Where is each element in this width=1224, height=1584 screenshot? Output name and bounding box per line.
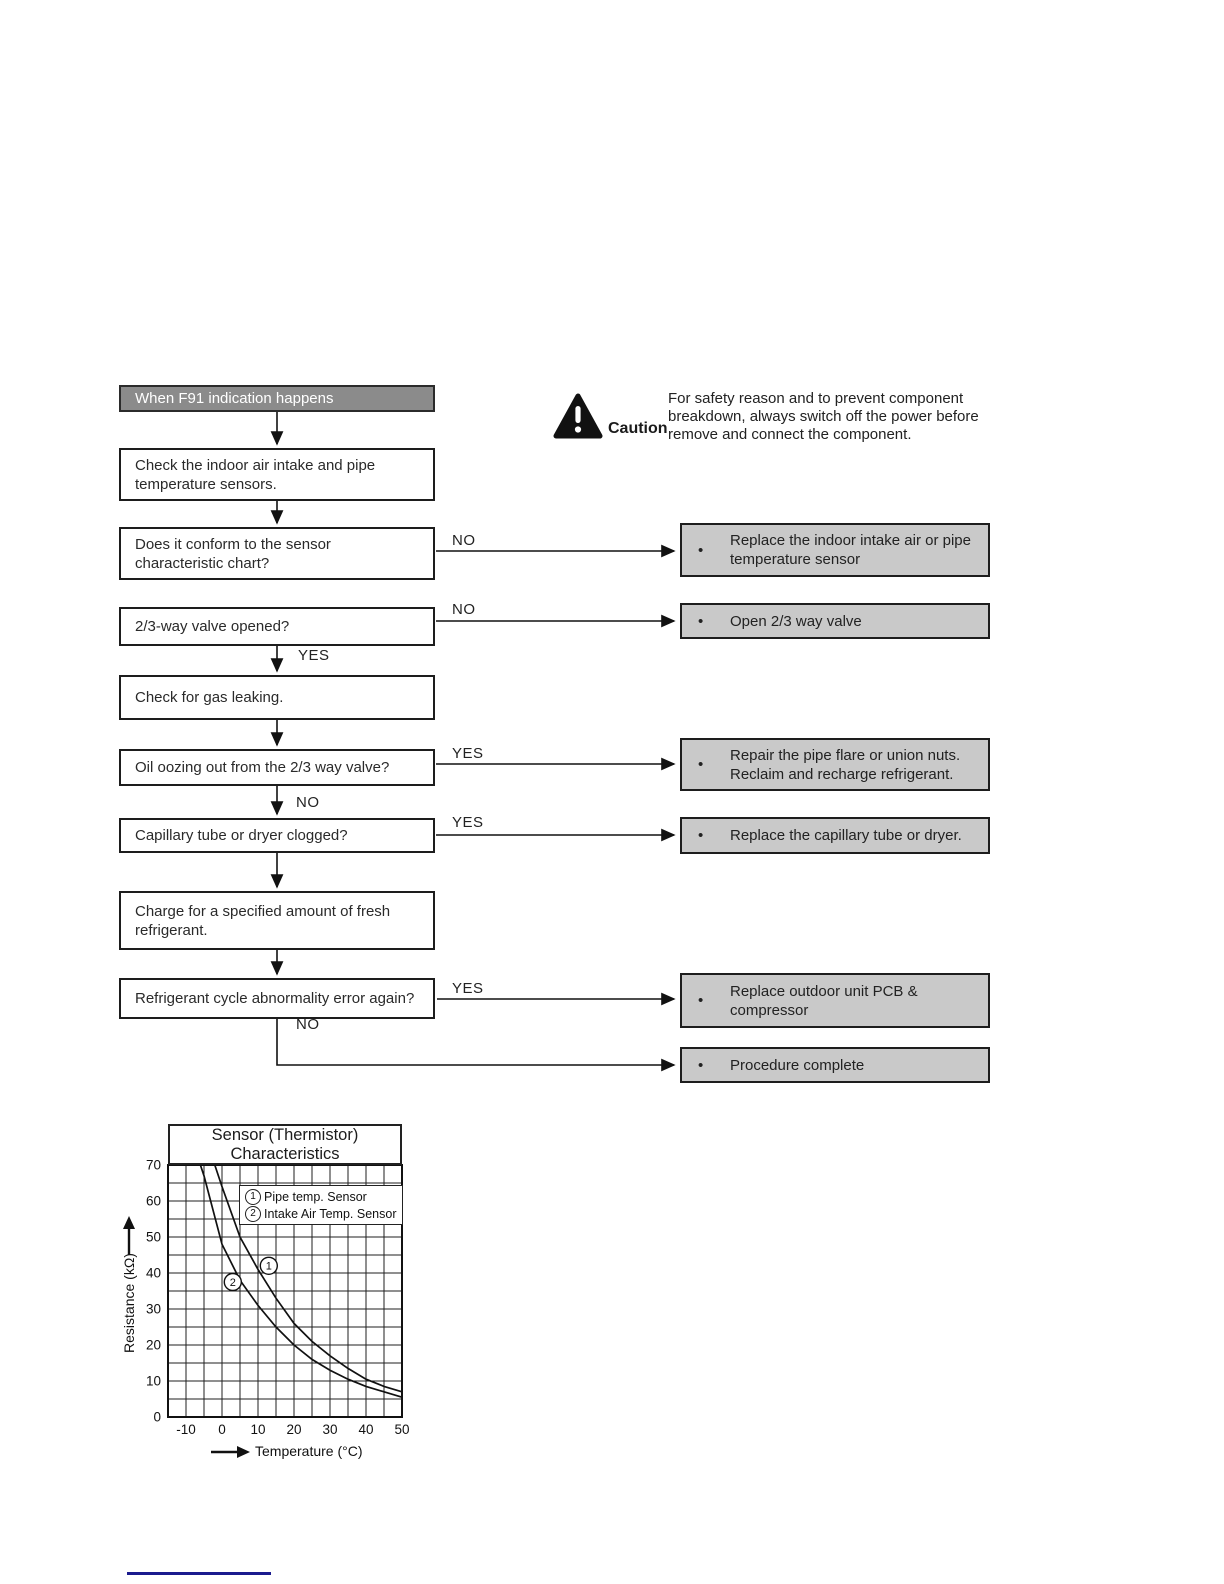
- bullet-icon: •: [698, 992, 704, 1009]
- svg-text:10: 10: [146, 1374, 161, 1389]
- step-text: Check for gas leaking.: [135, 689, 284, 706]
- right-arrow-icon: [211, 1446, 250, 1458]
- svg-text:2: 2: [230, 1277, 236, 1289]
- up-arrow-icon: [123, 1216, 135, 1255]
- svg-text:60: 60: [146, 1194, 161, 1209]
- flowchart-step-box: Charge for a specified amount of fresh r…: [119, 891, 435, 950]
- legend-label: Pipe temp. Sensor: [264, 1189, 367, 1204]
- svg-text:0: 0: [218, 1422, 226, 1437]
- chart-title: Sensor (Thermistor) Characteristics: [168, 1124, 402, 1165]
- edge-label-no: NO: [296, 794, 320, 811]
- legend-item: 2 Intake Air Temp. Sensor: [245, 1205, 400, 1222]
- flowchart-action-box: • Replace outdoor unit PCB & compressor: [680, 973, 990, 1028]
- flowchart-action-box: • Procedure complete: [680, 1047, 990, 1083]
- step-text: Oil oozing out from the 2/3 way valve?: [135, 759, 390, 776]
- legend-item: 1 Pipe temp. Sensor: [245, 1188, 400, 1205]
- svg-text:0: 0: [153, 1410, 161, 1425]
- footer-link-rule: [127, 1572, 271, 1575]
- action-text: Open 2/3 way valve: [730, 612, 862, 630]
- svg-text:40: 40: [146, 1266, 161, 1281]
- flowchart-action-box: • Replace the capillary tube or dryer.: [680, 817, 990, 854]
- bullet-icon: •: [698, 827, 704, 844]
- action-text: Repair the pipe flare or union nuts. Rec…: [730, 746, 961, 783]
- step-text: Capillary tube or dryer clogged?: [135, 827, 348, 844]
- series-2-marker: 2: [245, 1205, 261, 1222]
- flowchart-step-box: Capillary tube or dryer clogged?: [119, 818, 435, 853]
- bullet-icon: •: [698, 541, 704, 559]
- flowchart-step-box: Check for gas leaking.: [119, 675, 435, 720]
- flowchart-start-box: When F91 indication happens: [119, 385, 435, 412]
- x-axis-label: Temperature (°C): [255, 1443, 363, 1459]
- svg-text:30: 30: [322, 1422, 337, 1437]
- svg-text:1: 1: [266, 1261, 272, 1273]
- edge-label-no: NO: [452, 601, 476, 618]
- flowchart-step-box: Refrigerant cycle abnormality error agai…: [119, 978, 435, 1019]
- edge-label-no: NO: [296, 1016, 320, 1033]
- legend-label: Intake Air Temp. Sensor: [264, 1206, 397, 1221]
- y-axis-label: Resistance (kΩ): [121, 1253, 137, 1353]
- flowchart-action-box: • Repair the pipe flare or union nuts. R…: [680, 738, 990, 791]
- flowchart-step-box: 2/3-way valve opened?: [119, 607, 435, 646]
- edge-label-no: NO: [452, 532, 476, 549]
- start-label: When F91 indication happens: [135, 390, 334, 407]
- edge-label-yes: YES: [452, 814, 484, 831]
- bullet-icon: •: [698, 1056, 704, 1074]
- warning-triangle-icon: [553, 393, 603, 439]
- bullet-icon: •: [698, 612, 704, 630]
- bullet-icon: •: [698, 756, 704, 773]
- series-1-marker: 1: [245, 1188, 261, 1205]
- svg-text:-10: -10: [176, 1422, 196, 1437]
- flowchart-action-box: • Open 2/3 way valve: [680, 603, 990, 639]
- svg-text:10: 10: [250, 1422, 265, 1437]
- flowchart-step-box: Does it conform to the sensor characteri…: [119, 527, 435, 580]
- flowchart-action-box: • Replace the indoor intake air or pipe …: [680, 523, 990, 577]
- step-text: Check the indoor air intake and pipe tem…: [135, 456, 376, 493]
- caution-label: Caution: [608, 420, 668, 437]
- caution-text: For safety reason and to prevent compone…: [668, 390, 979, 443]
- svg-text:50: 50: [394, 1422, 409, 1437]
- edge-label-yes: YES: [452, 745, 484, 762]
- step-text: 2/3-way valve opened?: [135, 618, 290, 635]
- chart-legend: 1 Pipe temp. Sensor 2 Intake Air Temp. S…: [239, 1185, 403, 1225]
- svg-text:20: 20: [286, 1422, 301, 1437]
- action-text: Procedure complete: [730, 1056, 865, 1074]
- svg-text:20: 20: [146, 1338, 161, 1353]
- edge-label-yes: YES: [298, 647, 330, 664]
- svg-text:30: 30: [146, 1302, 161, 1317]
- action-text: Replace outdoor unit PCB & compressor: [730, 982, 918, 1019]
- step-text: Does it conform to the sensor characteri…: [135, 535, 331, 572]
- svg-text:70: 70: [146, 1158, 161, 1173]
- svg-text:50: 50: [146, 1230, 161, 1245]
- action-text: Replace the capillary tube or dryer.: [730, 827, 962, 844]
- step-text: Refrigerant cycle abnormality error agai…: [135, 990, 415, 1007]
- edge-label-yes: YES: [452, 980, 484, 997]
- flowchart-step-box: Check the indoor air intake and pipe tem…: [119, 448, 435, 501]
- svg-text:40: 40: [358, 1422, 373, 1437]
- action-text: Replace the indoor intake air or pipe te…: [730, 532, 971, 568]
- step-text: Charge for a specified amount of fresh r…: [135, 902, 391, 939]
- flowchart-step-box: Oil oozing out from the 2/3 way valve?: [119, 749, 435, 786]
